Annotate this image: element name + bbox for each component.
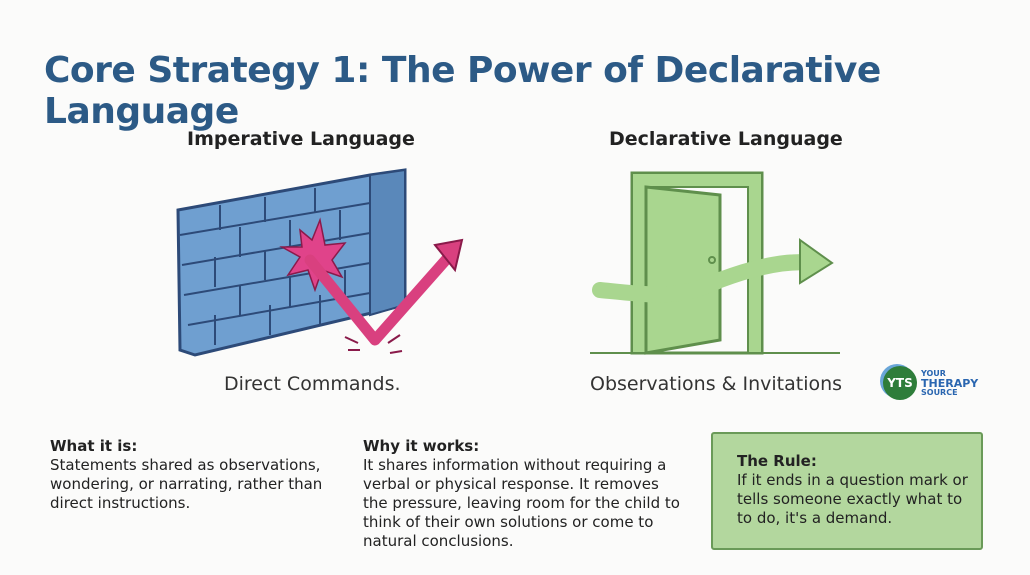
bouncing-arrow-icon xyxy=(304,247,458,346)
declarative-heading: Declarative Language xyxy=(609,128,843,150)
why-it-works-heading: Why it works: xyxy=(363,437,480,455)
what-it-is-body: Statements shared as observations, wonde… xyxy=(50,456,323,512)
why-it-works-body: It shares information without requiring … xyxy=(363,456,680,550)
declarative-caption: Observations & Invitations xyxy=(590,373,843,395)
logo-line1: YOUR xyxy=(921,368,946,378)
logo-line3: SOURCE xyxy=(921,387,958,397)
why-it-works-section: Why it works: It shares information with… xyxy=(363,437,681,551)
page-title: Core Strategy 1: The Power of Declarativ… xyxy=(44,50,881,132)
rule-body: If it ends in a question mark or tells s… xyxy=(737,471,968,527)
what-it-is-section: What it is: Statements shared as observa… xyxy=(50,437,350,513)
brick-wall-illustration xyxy=(176,168,464,357)
rule-box: The Rule: If it ends in a question mark … xyxy=(711,432,983,550)
passing-arrow-icon xyxy=(592,254,823,303)
logo-mark: YTS xyxy=(883,366,917,400)
logo-line2: THERAPY xyxy=(921,376,979,390)
imperative-heading: Imperative Language xyxy=(187,128,415,150)
open-door-illustration xyxy=(590,171,840,355)
what-it-is-heading: What it is: xyxy=(50,437,138,455)
imperative-caption: Direct Commands. xyxy=(224,373,401,395)
yts-logo: YTS YOUR THERAPY SOURCE xyxy=(883,366,978,400)
rule-heading: The Rule: xyxy=(737,452,817,470)
